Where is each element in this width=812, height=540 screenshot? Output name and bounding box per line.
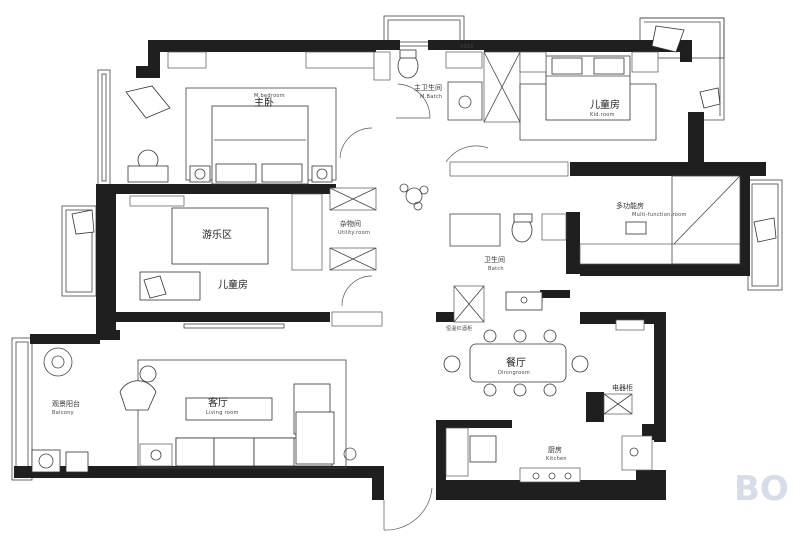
appliance-cabinet: 电器柜 [603,319,645,415]
master-bath: 主卫生间 M.Batch 4350 [373,44,521,123]
master-bath-label-en: M.Batch [420,94,442,100]
bath-label: 卫生间 [484,255,505,264]
living-label: 客厅 [208,396,228,409]
kitchen-label-en: Kitchen [546,456,567,462]
balcony-label: 观景阳台 [52,399,80,408]
wine-cabinet-label: 恒温红酒柜 [446,325,473,332]
balcony-label-en: Balcony [52,410,74,416]
kids-room-top: 儿童房 Kid.room [519,25,721,141]
dimension-label: 4350 [460,44,474,50]
walls [14,40,766,500]
bath-label-en: Batch [488,266,504,272]
appliance-label: 电器柜 [612,383,633,392]
living-room: 客厅 Living room [119,323,357,469]
master-bedroom-label-en: M.bedroom [254,93,285,99]
multi-function-room: 多功能房 Multi-function.room [579,175,777,265]
utility-room: 杂物间 Utility.room [329,127,383,327]
kitchen: 厨房 Kitchen [445,427,653,483]
entry-door [383,487,433,531]
dining: 餐厅 Diningroom [443,329,589,397]
watermark: BO [734,469,789,509]
master-bath-label: 主卫生间 [414,83,442,92]
kids-room-left-label: 儿童房 [218,278,248,291]
multi-room-label-en: Multi-function.room [632,212,687,218]
kids-room-top-label: 儿童房 [590,98,620,111]
hall-figure [399,183,429,211]
bath: 卫生间 Batch 恒温红酒柜 [445,145,569,332]
play-area-label: 游乐区 [202,228,232,241]
multi-room-label: 多功能房 [616,201,644,210]
kitchen-label: 厨房 [548,445,562,454]
living-label-en: Living room [206,410,239,416]
master-bedroom-label: 主卧 [254,96,274,109]
utility-label: 杂物间 [340,219,361,228]
dining-label: 餐厅 [506,356,526,369]
utility-label-en: Utility.room [338,230,370,236]
dining-label-en: Diningroom [498,370,530,376]
master-bedroom: M.bedroom 主卧 [125,51,375,185]
play-area: 游乐区 儿童房 [71,193,323,301]
balcony: 观景阳台 Balcony [31,347,89,473]
kids-room-top-label-en: Kid.room [590,112,615,118]
